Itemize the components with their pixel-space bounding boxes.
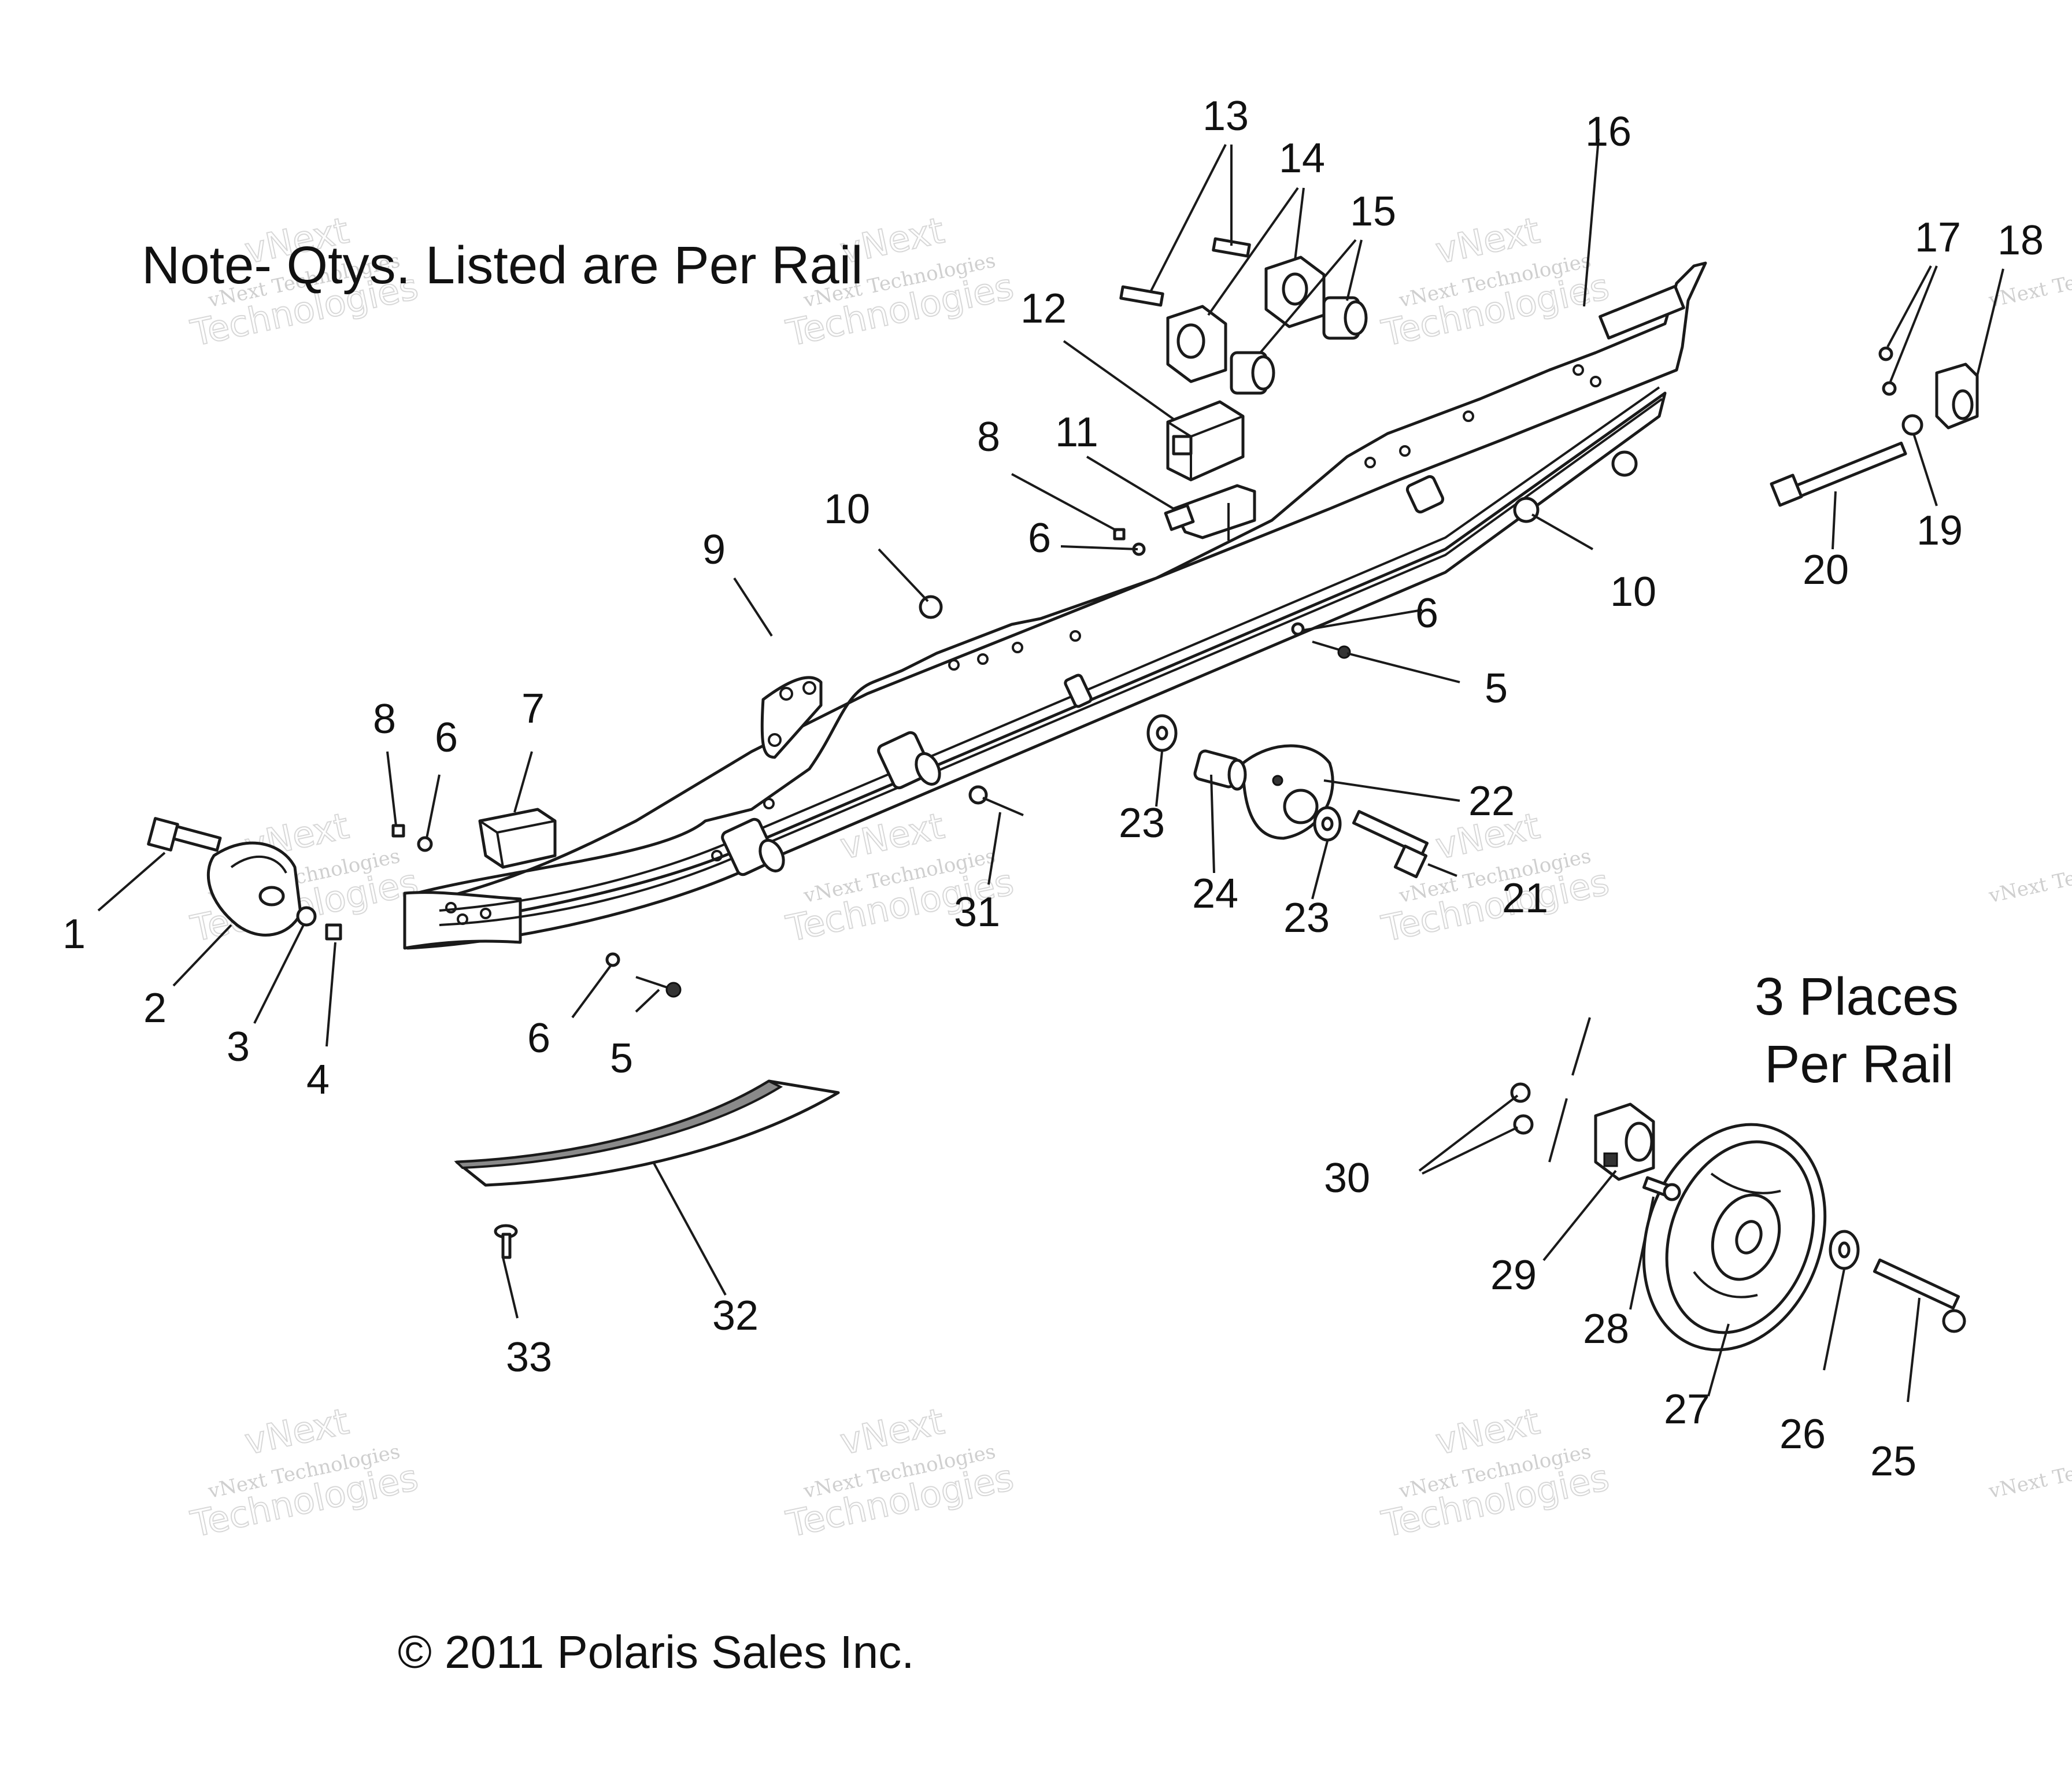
callout-label: 5 [610, 1035, 633, 1082]
copyright-text: © 2011 Polaris Sales Inc. [398, 1626, 914, 1678]
watermark-line2: vNext Technologies [1986, 845, 2072, 908]
callout-label: 6 [527, 1015, 550, 1061]
section-break-line [1571, 1017, 1591, 1076]
part-washer-26 [1829, 1230, 1860, 1270]
part-bracket-11 [1164, 484, 1256, 539]
callout-label: 19 [1916, 508, 1963, 554]
watermark-line2: vNext Technologies [1986, 1440, 2072, 1504]
callout-label: 21 [1502, 875, 1548, 922]
part-bolt-28 [1642, 1176, 1681, 1201]
part-plate-9 [760, 676, 823, 759]
part-screw-31 [968, 785, 1024, 816]
part-nut-10 [919, 450, 1638, 619]
section-break-line [1548, 1098, 1568, 1163]
callout-label: 10 [824, 486, 870, 532]
part-sleeve-24 [1193, 749, 1247, 791]
part-nut-8 [391, 528, 1126, 838]
part-bolt-21 [1352, 810, 1429, 879]
callout-label: 8 [977, 414, 1000, 460]
callout-label: 13 [1202, 93, 1249, 139]
callout-label: 16 [1585, 109, 1631, 155]
callout-label: 15 [1350, 188, 1396, 235]
part-block-12 [1166, 400, 1245, 482]
callout-label: 3 [227, 1024, 250, 1070]
note-text: Note- Qtys. Listed are Per Rail [142, 236, 863, 295]
part-nut-30 [1510, 1082, 1534, 1135]
callout-label: 20 [1803, 547, 1849, 593]
part-washer-23 [1146, 714, 1342, 842]
callout-label: 33 [506, 1334, 552, 1381]
callout-label: 6 [435, 715, 458, 761]
rail-spacers [721, 475, 1445, 876]
places-line1: 3 Places [1755, 967, 1959, 1026]
rail-assembly [403, 261, 1707, 950]
part-nut-17 [1878, 346, 1897, 396]
part-wear-strip-32 [454, 1079, 840, 1187]
part-bolt-25 [1873, 1258, 1966, 1333]
callout-label: 12 [1020, 286, 1067, 332]
part-nut-19 [1901, 414, 1923, 436]
callout-label: 6 [1415, 590, 1438, 637]
part-bolt-5 [635, 641, 1351, 998]
part-bushing-15 [1230, 296, 1368, 395]
part-bolt-13 [1119, 237, 1251, 307]
callout-label: 2 [143, 985, 166, 1031]
part-nut-4 [325, 923, 342, 941]
part-wheel-27 [1642, 1123, 1827, 1352]
part-bracket-29 [1594, 1102, 1655, 1181]
callout-label: 26 [1779, 1411, 1826, 1457]
part-washer-3 [296, 906, 317, 927]
part-bolt-20 [1770, 441, 1907, 507]
rail-holes [445, 364, 1601, 925]
callout-label: 23 [1119, 800, 1165, 846]
callout-label: 10 [1610, 569, 1656, 615]
part-front-cap-2 [206, 841, 302, 937]
callout-label: 17 [1915, 214, 1961, 261]
callout-label: 18 [1997, 217, 2044, 264]
callout-label: 22 [1468, 778, 1515, 824]
callout-label: 4 [306, 1057, 330, 1103]
places-line2: Per Rail [1764, 1035, 1953, 1094]
callout-label: 30 [1324, 1155, 1370, 1201]
callout-label: 28 [1583, 1306, 1629, 1352]
callout-label: 6 [1028, 515, 1051, 561]
callout-label: 24 [1192, 871, 1238, 917]
callout-label: 5 [1485, 665, 1508, 712]
callout-label: 32 [712, 1293, 758, 1339]
callout-label: 31 [954, 889, 1000, 935]
callout-label: 7 [521, 686, 545, 732]
callout-label: 14 [1279, 135, 1325, 182]
callout-label: 27 [1664, 1386, 1710, 1433]
callout-label: 11 [1055, 409, 1098, 456]
callout-label: 29 [1490, 1252, 1537, 1298]
part-screw-33 [494, 1224, 518, 1259]
part-nut-6 [417, 542, 1305, 967]
callout-label: 25 [1870, 1438, 1916, 1485]
part-bolt-1 [147, 817, 222, 852]
callout-label: 1 [62, 911, 86, 957]
callout-label: 23 [1283, 895, 1330, 941]
callout-label: 9 [702, 527, 726, 573]
watermark-group: vNext vNext Technologies Technologies vN… [187, 209, 2072, 1546]
part-bushing-14 [1166, 256, 1326, 383]
leader-lines [97, 138, 2004, 1403]
callout-labels: 1 2 3 4 5 5 5 6 6 6 6 7 8 8 9 10 10 11 1… [62, 93, 2044, 1485]
callout-label: 8 [373, 696, 396, 742]
part-block-7 [478, 808, 557, 869]
part-bracket-18 [1935, 362, 1979, 430]
